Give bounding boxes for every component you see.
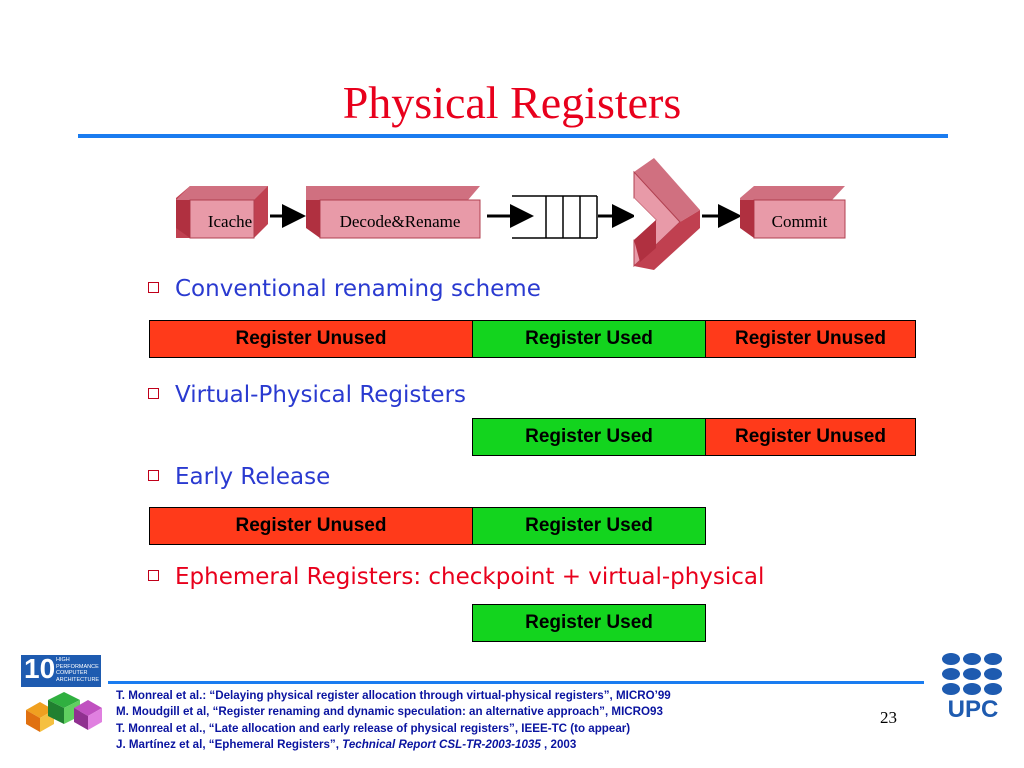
register-cell: Register Used [473,507,706,545]
register-bar-ephemeral: Register Used [472,604,706,642]
register-bar-virtual-physical: Register Used Register Unused [472,418,916,456]
bullet-marker [148,570,159,581]
bullet-marker [148,388,159,399]
title-divider [78,134,948,138]
register-cell: Register Used [473,320,706,358]
reference-item: T. Monreal et al.: “Delaying physical re… [116,689,671,702]
bullet-marker [148,470,159,481]
hpca-logo: 10 HIGH PERFORMANCE COMPUTER ARCHITECTUR… [18,652,106,732]
bullet-text: Ephemeral Registers: checkpoint + virtua… [175,564,765,590]
reference-item: T. Monreal et al., “Late allocation and … [116,721,631,735]
register-cell: Register Unused [706,418,916,456]
hpca-logo-graphic [21,655,102,732]
register-cell: Register Used [472,604,706,642]
icache-block [176,186,268,239]
references: T. Monreal et al.: “Delaying physical re… [116,688,671,753]
reference-item: J. Martínez et al, “Ephemeral Registers”… [116,737,577,751]
upc-logo-text: UPC [947,696,999,723]
register-cell: Register Used [472,418,706,456]
register-bar-early-release: Register Unused Register Used [149,507,706,545]
stage-label-commit: Commit [771,212,828,231]
bullet-virtual-physical: Virtual-Physical Registers [148,382,466,408]
hpca-logo-text: HIGH PERFORMANCE COMPUTER ARCHITECTURE [56,657,100,683]
upc-logo: UPC [940,652,1006,724]
instruction-queue [512,195,598,239]
footer-divider [108,681,924,684]
pipeline-graphic [176,158,846,270]
bullet-conventional-renaming: Conventional renaming scheme [148,276,541,302]
page-number: 23 [880,708,897,727]
bullet-ephemeral-registers: Ephemeral Registers: checkpoint + virtua… [148,564,764,590]
register-cell: Register Unused [149,507,473,545]
stage-label-icache: Icache [207,212,253,231]
register-bar-conventional: Register Unused Register Used Register U… [149,320,916,358]
register-cell: Register Unused [149,320,473,358]
hpca-logo-digits: 10 [24,653,56,684]
slide-title: Physical Registers [342,77,682,128]
decode-rename-block [306,186,481,239]
bullet-text: Conventional renaming scheme [175,276,541,302]
reference-item: M. Moudgill et al, “Register renaming an… [116,705,663,719]
upc-logo-dots [942,653,1002,695]
bullet-text: Virtual-Physical Registers [175,382,467,408]
stage-label-decode-rename: Decode&Rename [339,212,461,231]
execute-chevron-block [633,158,700,270]
commit-block [740,186,846,239]
pipeline-diagram: Icache Decode&Rename Commit [0,150,1024,280]
register-cell: Register Unused [706,320,916,358]
bullet-marker [148,282,159,293]
bullet-text: Early Release [175,464,331,490]
bullet-early-release: Early Release [148,464,330,490]
